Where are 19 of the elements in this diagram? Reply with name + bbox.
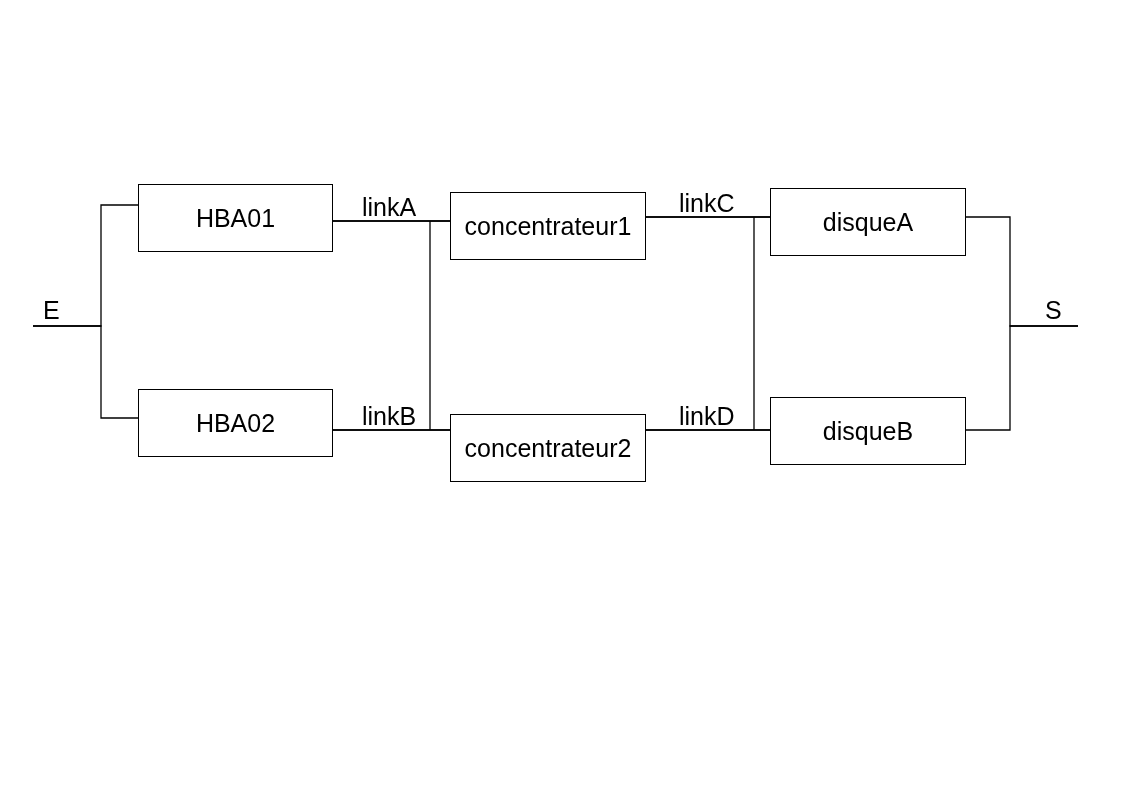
connector-line bbox=[645, 429, 771, 431]
block-label: concentrateur2 bbox=[464, 435, 632, 461]
block-label: concentrateur1 bbox=[464, 213, 632, 239]
component-block bbox=[450, 414, 646, 482]
component-block bbox=[138, 389, 333, 457]
connector-line bbox=[332, 429, 451, 431]
connector-line bbox=[965, 325, 1079, 431]
block-label: HBA02 bbox=[195, 410, 276, 436]
component-block bbox=[138, 184, 333, 252]
terminal-label: E bbox=[33, 296, 63, 326]
connector-line bbox=[32, 325, 139, 419]
terminal-label: S bbox=[1035, 296, 1078, 326]
component-block bbox=[450, 192, 646, 260]
component-block bbox=[770, 188, 966, 256]
block-label: HBA01 bbox=[195, 205, 276, 231]
component-block bbox=[770, 397, 966, 465]
block-label: disqueA bbox=[822, 209, 914, 235]
block-label: disqueB bbox=[822, 418, 914, 444]
connector-line bbox=[645, 216, 771, 431]
